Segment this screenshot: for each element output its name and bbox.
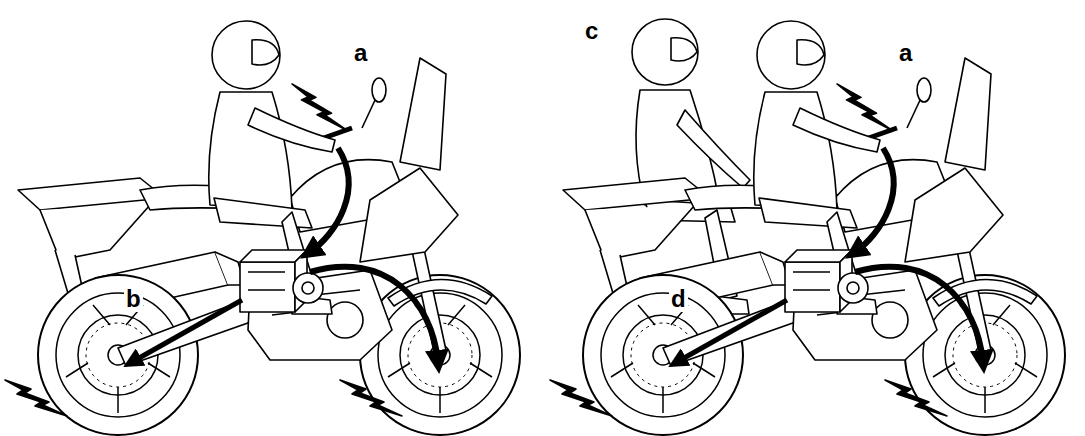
callout-letter: c	[583, 18, 600, 44]
callout-letter: d	[669, 286, 688, 312]
motorcycle-rider	[5, 21, 520, 435]
motorcycle-rider	[550, 21, 1065, 435]
callout-letter: b	[124, 286, 143, 312]
callout-letter: a	[352, 40, 369, 66]
callout-letter: a	[897, 40, 914, 66]
